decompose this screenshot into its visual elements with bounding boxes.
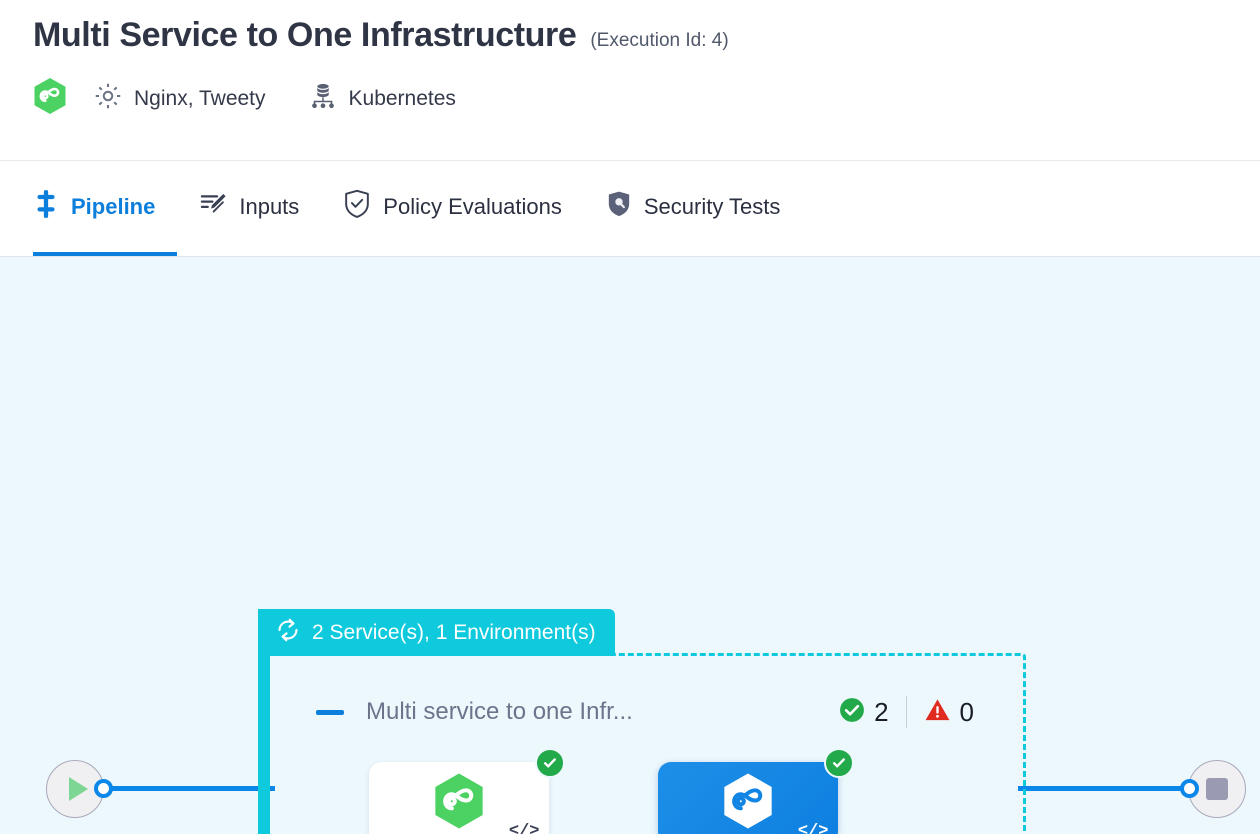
service-card-item: </> (Nginx): Multi service to one... (314, 748, 603, 834)
end-node-port[interactable] (1180, 779, 1199, 798)
success-counter: 2 (839, 696, 889, 728)
end-node[interactable] (1188, 760, 1246, 818)
green-hexagon-infinity-logo-icon (33, 77, 67, 120)
gear-icon (93, 81, 123, 116)
service-card-nginx[interactable]: </> (368, 762, 549, 834)
infrastructure-meta: Kubernetes (308, 81, 456, 116)
service-card-item: </> (Tweety, {"__uuid":... (603, 748, 892, 834)
service-card-list: </> (Nginx): Multi service to one... (264, 748, 1026, 834)
services-meta: Nginx, Tweety (93, 81, 266, 116)
tab-security-tests[interactable]: Security Tests (584, 161, 803, 256)
stop-icon (1206, 778, 1228, 800)
tab-policy-evaluations-label: Policy Evaluations (383, 193, 562, 219)
play-icon (68, 777, 88, 801)
group-title: Multi service to one Infr... (366, 698, 633, 725)
tab-bar: Pipeline Inputs Policy Evaluations (0, 161, 1260, 257)
cluster-database-icon (308, 81, 338, 116)
white-hexagon-infinity-logo-icon (722, 772, 774, 834)
check-circle-icon (839, 697, 865, 728)
code-glyph-icon[interactable]: </> (797, 822, 829, 834)
group-summary-tab[interactable]: 2 Service(s), 1 Environment(s) (258, 609, 615, 656)
tab-inputs[interactable]: Inputs (177, 161, 321, 256)
minus-collapse-icon[interactable] (316, 709, 344, 715)
service-card-wrapper: </> (368, 748, 565, 834)
start-node-port[interactable] (94, 779, 113, 798)
header-meta-row: Nginx, Tweety Kubernetes (33, 77, 1260, 120)
service-card-tweety[interactable]: </> (657, 762, 838, 834)
connector-wire-left (103, 786, 275, 791)
shield-lock-icon (606, 189, 632, 224)
group-header-row: Multi service to one Infr... 2 (264, 653, 1026, 771)
group-counters: 2 0 (839, 696, 974, 728)
infrastructure-text: Kubernetes (348, 86, 456, 110)
tab-security-tests-label: Security Tests (643, 193, 781, 219)
tab-policy-evaluations[interactable]: Policy Evaluations (321, 161, 584, 256)
title-row: Multi Service to One Infrastructure (Exe… (33, 16, 1260, 55)
execution-id-label: (Execution Id: 4) (590, 30, 729, 51)
tab-pipeline[interactable]: Pipeline (33, 161, 178, 256)
connector-wire-right (1018, 786, 1186, 791)
green-hexagon-infinity-logo-icon (433, 772, 485, 834)
code-glyph-icon[interactable]: </> (508, 822, 540, 834)
loop-repeat-icon (275, 617, 301, 648)
page-title: Multi Service to One Infrastructure (33, 16, 577, 54)
service-status-badge (534, 748, 565, 778)
service-status-badge (823, 748, 854, 778)
counter-divider (905, 696, 907, 728)
service-card-wrapper: </> (657, 748, 854, 834)
tab-pipeline-label: Pipeline (71, 193, 156, 219)
pipeline-canvas[interactable]: 2 Service(s), 1 Environment(s) Multi ser… (0, 257, 1260, 834)
error-counter: 0 (924, 697, 974, 728)
services-list-text: Nginx, Tweety (134, 86, 266, 110)
success-count: 2 (874, 696, 889, 727)
pipeline-icon (33, 189, 59, 224)
group-accent-bar (258, 609, 270, 834)
warning-triangle-icon (924, 697, 951, 728)
tab-inputs-label: Inputs (239, 193, 300, 219)
error-count: 0 (959, 696, 974, 727)
shield-check-icon (343, 189, 371, 224)
page-header: Multi Service to One Infrastructure (Exe… (0, 0, 1260, 161)
group-summary-label: 2 Service(s), 1 Environment(s) (312, 620, 596, 644)
inputs-edit-icon (199, 190, 227, 223)
